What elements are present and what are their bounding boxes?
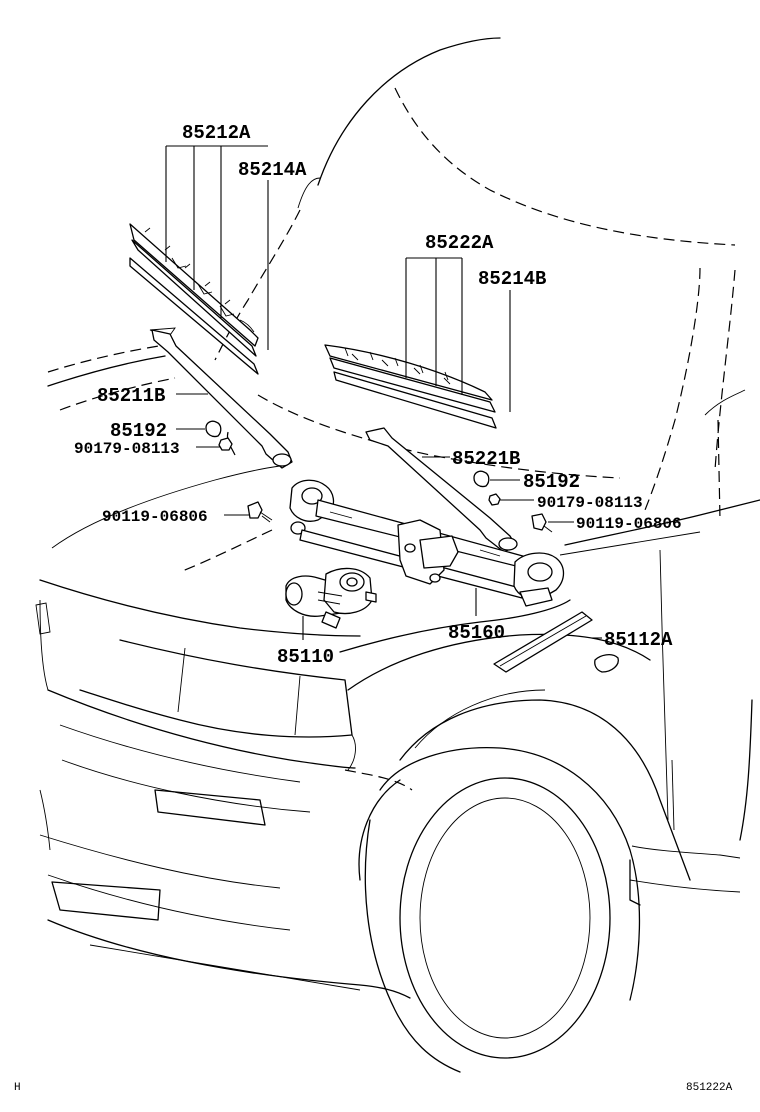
nut-lh — [488, 493, 501, 506]
wiper-arm-rh — [151, 329, 293, 469]
footer-left-code: H — [14, 1082, 21, 1094]
cap-rh — [205, 420, 222, 438]
wiper-blade-lh — [324, 344, 497, 429]
bolt-lh — [531, 513, 547, 531]
label-nut-rh: 90179-08113 — [74, 440, 180, 458]
label-blade-rh: 85212A — [182, 122, 251, 144]
label-blade-lh: 85222A — [425, 232, 494, 254]
label-nut-lh: 90179-08113 — [537, 494, 643, 512]
cap-lh — [473, 470, 490, 488]
nut-rh — [218, 437, 233, 451]
label-cap-rh: 85192 — [110, 420, 167, 442]
wiper-motor — [285, 567, 377, 629]
fasteners — [205, 420, 553, 533]
wiper-arm-lh — [365, 427, 518, 553]
label-cap-lh: 85192 — [523, 471, 580, 493]
footer-right-code: 851222A — [686, 1082, 733, 1094]
label-motor: 85110 — [277, 646, 334, 668]
label-rubber-rh: 85214A — [238, 159, 307, 181]
label-rubber-lh: 85214B — [478, 268, 546, 290]
wiper-link-assembly — [289, 479, 565, 607]
label-link-assy: 85160 — [448, 622, 505, 644]
vehicle-body-outline — [35, 37, 760, 1073]
label-arm-rh: 85211B — [97, 385, 165, 407]
footer: H 851222A — [14, 1082, 733, 1094]
cowl-cover-piece — [493, 611, 593, 673]
label-bolt-lh: 90119-06806 — [576, 515, 682, 533]
label-cover: 85112A — [604, 629, 673, 651]
leader-lines — [165, 145, 602, 640]
part-labels: 85212A 85214A 85222A 85214B 85211B 85192… — [74, 122, 682, 668]
label-arm-lh: 85221B — [452, 448, 520, 470]
label-bolt-rh: 90119-06806 — [102, 508, 208, 526]
bolt-rh — [247, 501, 263, 519]
